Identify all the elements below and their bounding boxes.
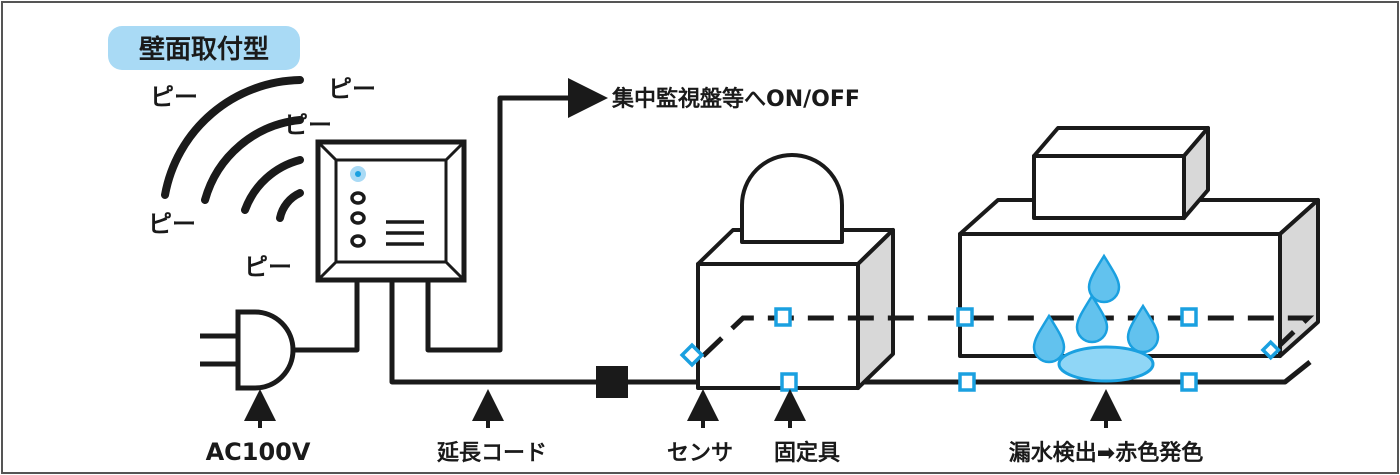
water-drop-icon xyxy=(1032,253,1160,364)
cord-connector xyxy=(596,366,628,398)
power-wire xyxy=(285,280,360,353)
fixture-marker xyxy=(774,307,792,327)
equipment-top-unit xyxy=(1032,154,1186,220)
sound-wave-outer xyxy=(161,76,304,199)
sound-wave-small xyxy=(276,189,304,222)
indicator-light xyxy=(350,234,366,248)
extension-cord-label: 延長コード xyxy=(436,441,547,466)
speaker-grille-icon xyxy=(386,220,424,246)
badge-label: 壁面取付型 xyxy=(139,34,269,65)
sound-wave-middle xyxy=(201,116,304,204)
sensor-cable-back xyxy=(701,315,1315,358)
fixture-marker xyxy=(1180,307,1198,327)
arrow-up-icon xyxy=(244,389,1122,428)
sound-wave-inner xyxy=(241,156,304,214)
fixture-label: 固定具 xyxy=(774,440,840,466)
fixture-marker xyxy=(1180,372,1198,392)
water-drop xyxy=(1075,293,1109,344)
alarm-sound-text: ピー xyxy=(148,210,196,238)
alarm-unit-icon xyxy=(315,139,467,283)
alarm-sound-text: ピー xyxy=(284,111,332,139)
water-drop xyxy=(1126,303,1160,354)
indicator-light xyxy=(350,191,366,205)
fixture-marker xyxy=(780,372,798,392)
alarm-sound-text: ピー xyxy=(244,253,292,281)
plug-icon xyxy=(200,309,296,391)
output-label: 集中監視盤等へON/OFF xyxy=(611,86,860,112)
indicator-light xyxy=(350,211,366,225)
fixture-marker xyxy=(956,307,974,327)
power-label: AC100V xyxy=(206,438,311,466)
badge-background xyxy=(108,26,300,70)
water-pool xyxy=(1057,345,1155,383)
alarm-sound-text: ピー xyxy=(150,83,198,111)
fixture-marker xyxy=(1260,339,1281,361)
fixture-markers xyxy=(679,307,1281,392)
mount-type-badge: 壁面取付型 xyxy=(108,26,300,70)
detection-label: 漏水検出➡赤色発色 xyxy=(1009,440,1203,466)
output-signal-line xyxy=(425,78,608,353)
water-drop xyxy=(1032,313,1066,364)
sensor-label: センサ xyxy=(667,441,733,466)
equipment-box-small xyxy=(696,153,895,390)
plug-body xyxy=(235,309,296,391)
equipment-dome xyxy=(740,153,844,244)
sound-wave-icon xyxy=(161,76,304,222)
water-drop xyxy=(1087,253,1121,304)
fixture-marker xyxy=(958,372,976,392)
fixture-marker xyxy=(679,342,705,368)
equipment-box-large xyxy=(958,126,1320,358)
alarm-sound-text: ピー xyxy=(328,75,376,103)
